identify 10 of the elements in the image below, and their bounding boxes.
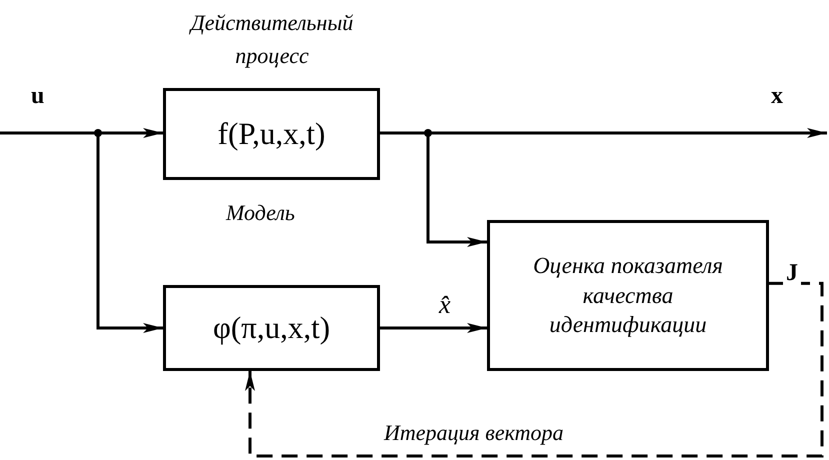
box-text: f(P,u,x,t) xyxy=(216,114,326,153)
box-text: Оценка показателя качества идентификации xyxy=(532,252,724,340)
block-caption: Действительный процесс xyxy=(188,9,354,70)
box-text: φ(π,u,x,t) xyxy=(212,308,332,347)
edge-label: J xyxy=(783,261,801,286)
dashed-arrow xyxy=(245,282,824,458)
process-box xyxy=(163,88,380,180)
arrow xyxy=(380,323,487,333)
process-box xyxy=(487,220,769,371)
process-box xyxy=(163,285,380,371)
